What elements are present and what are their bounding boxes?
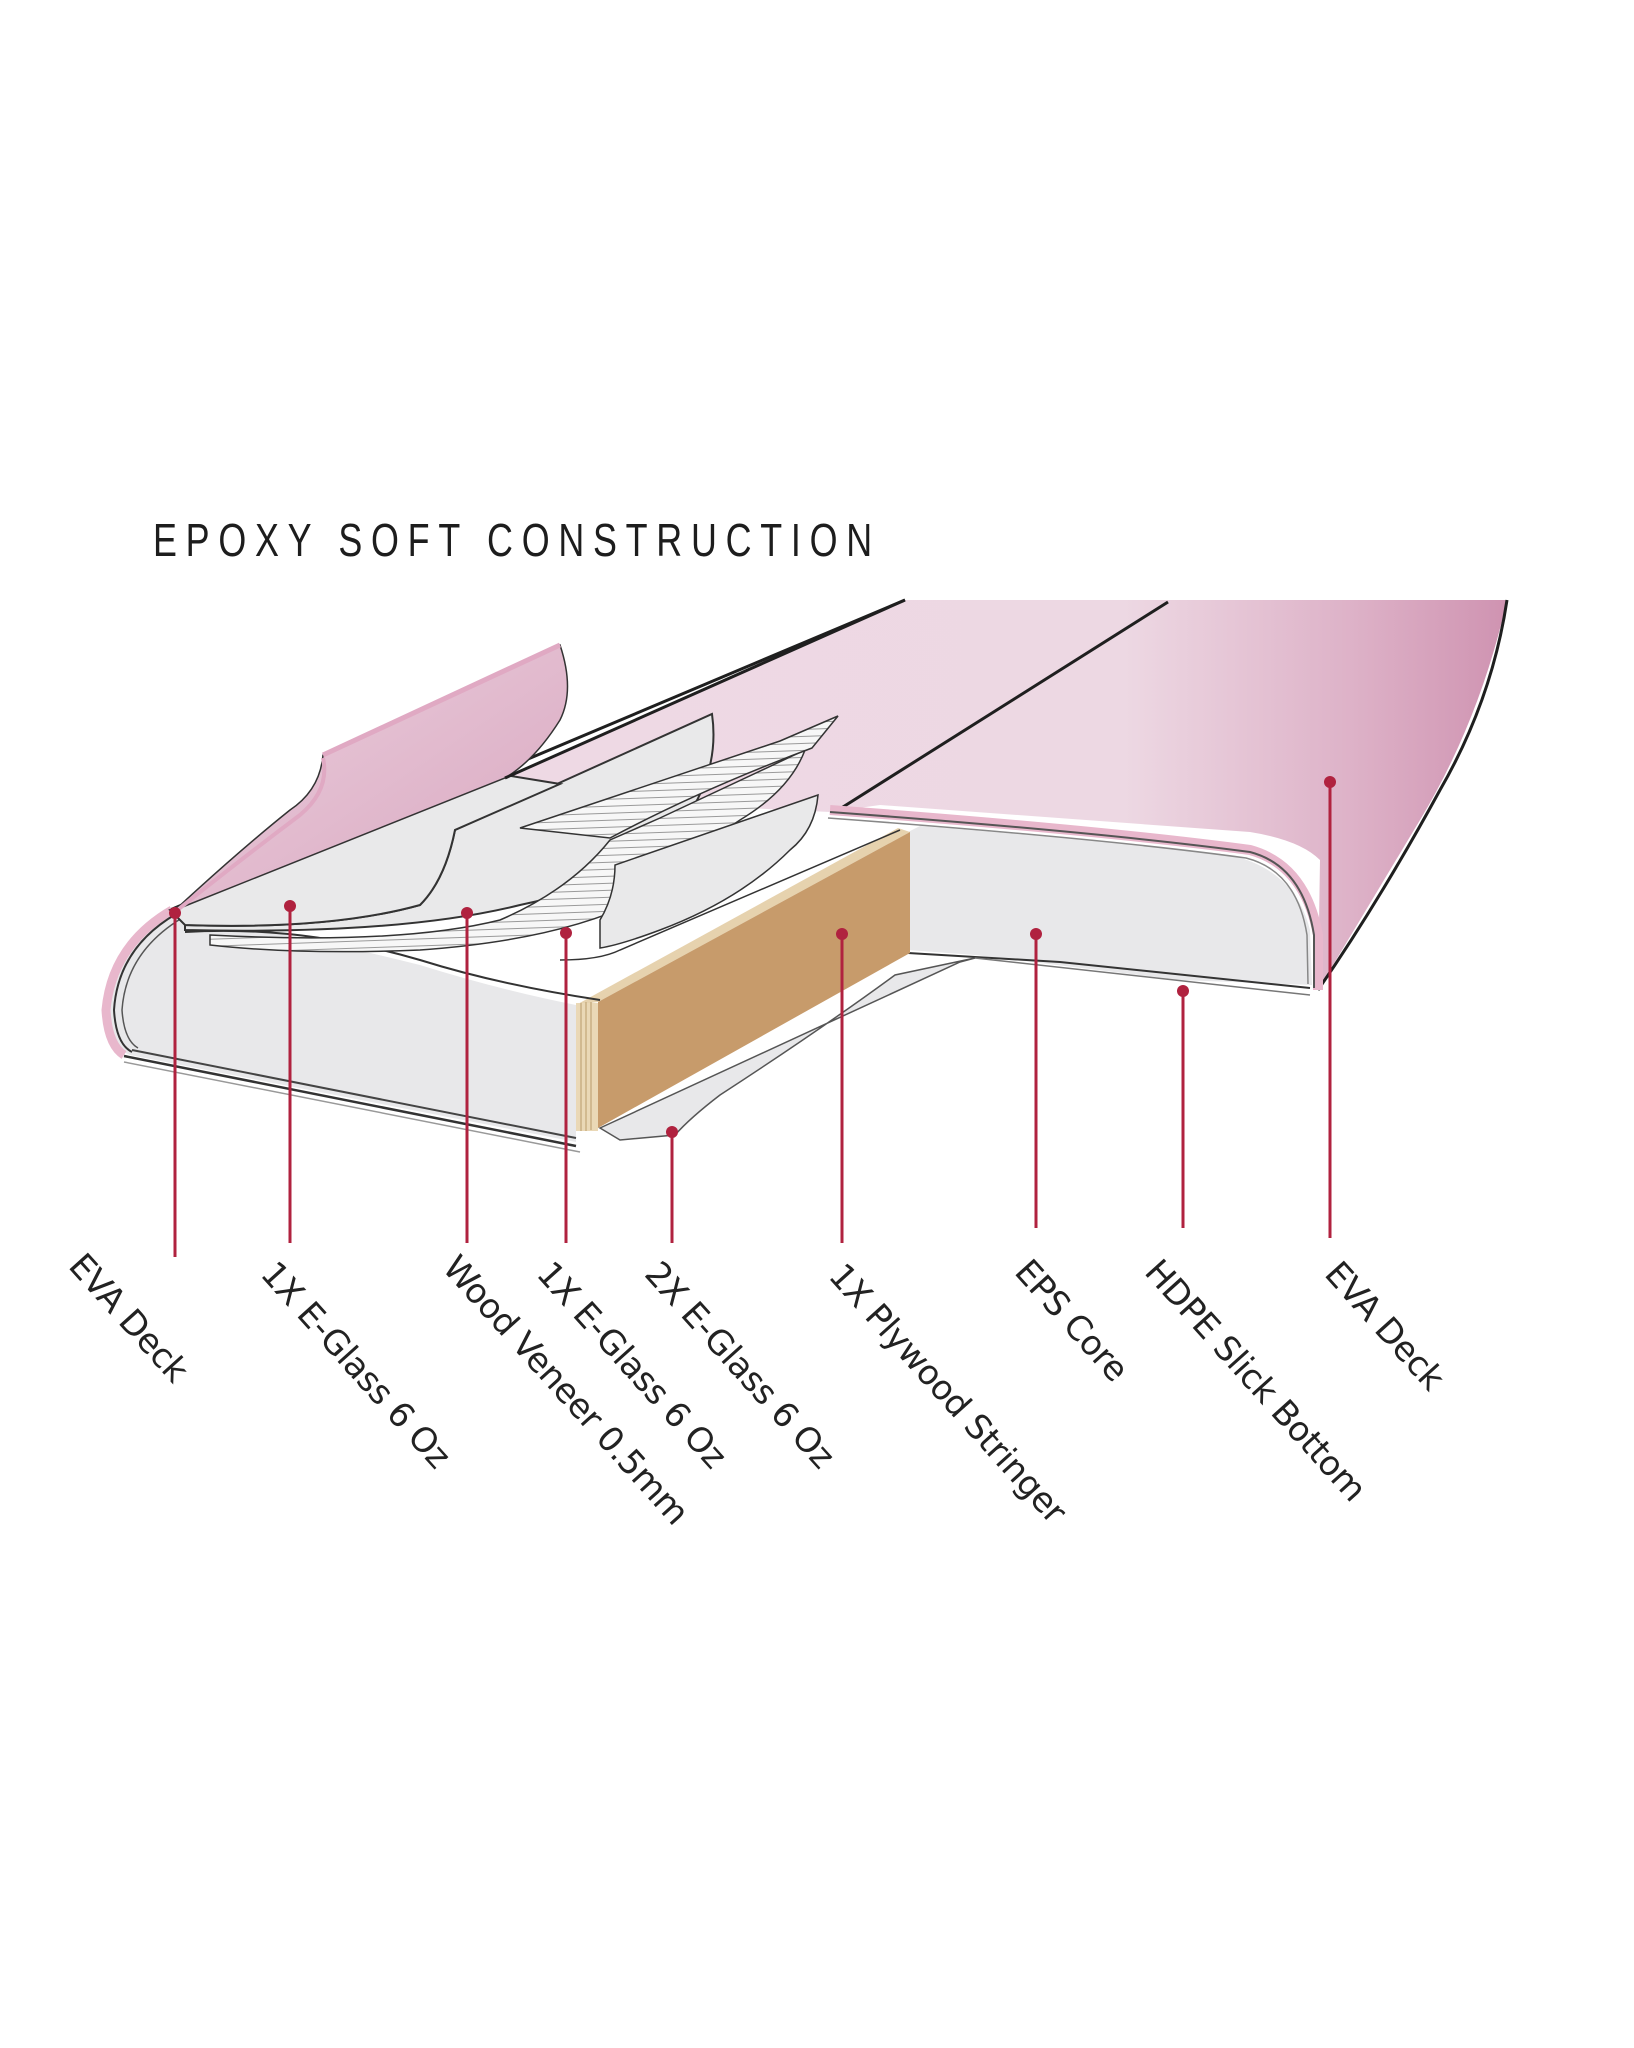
leader-dot-marker — [169, 907, 181, 919]
eps-core-left — [101, 906, 601, 1153]
leader-dot-marker — [1324, 776, 1336, 788]
eglass-sheet-2 — [559, 793, 901, 961]
leader-dot-marker — [836, 928, 848, 940]
leader-dot-marker — [1030, 928, 1042, 940]
plywood-stringer — [576, 828, 910, 1131]
leader-dot-marker — [560, 927, 572, 939]
leader-dot-marker — [666, 1126, 678, 1138]
leader-dot-marker — [1177, 985, 1189, 997]
leader-dot-marker — [284, 900, 296, 912]
deck-top-edge — [504, 598, 906, 780]
eps-core-right — [827, 805, 1323, 996]
leader-dot-marker — [461, 907, 473, 919]
bottom-glass-sheet — [598, 957, 976, 1141]
diagram-title: EPOXY SOFT CONSTRUCTION — [153, 514, 881, 566]
leader-lines — [169, 776, 1336, 1257]
top-eva-deck — [169, 598, 1509, 991]
